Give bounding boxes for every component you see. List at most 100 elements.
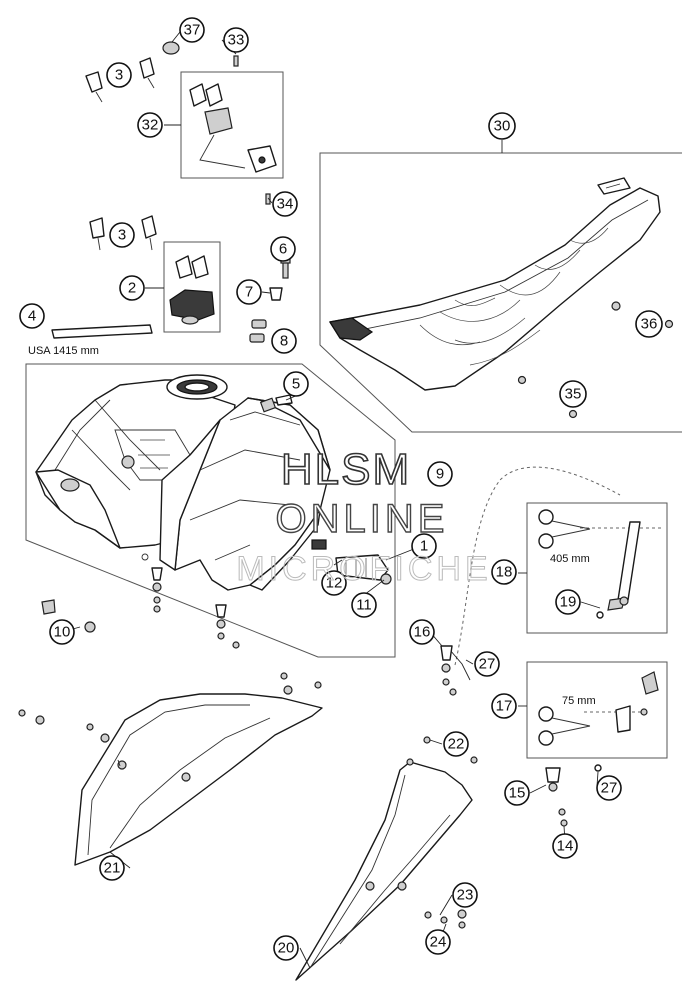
callout-19: 19 — [555, 589, 581, 615]
svg-text:14: 14 — [557, 838, 574, 855]
callout-5: 5 — [283, 371, 309, 397]
fuel-tank-bolt — [275, 394, 293, 406]
svg-text:HLSM: HLSM — [281, 445, 411, 494]
svg-text:ONLINE: ONLINE — [276, 497, 449, 541]
callout-3: 3 — [109, 222, 135, 248]
callout-18: 18 — [491, 559, 517, 585]
svg-text:36: 36 — [641, 316, 658, 333]
side-cover-left — [74, 693, 323, 866]
callout-7: 7 — [236, 279, 262, 305]
svg-text:27: 27 — [479, 656, 496, 673]
callout-27: 27 — [474, 651, 500, 677]
fuel-hose — [449, 466, 621, 681]
hose-length-label: USA 1415 mm — [28, 345, 99, 357]
frame-seat — [319, 152, 682, 433]
svg-text:19: 19 — [560, 594, 577, 611]
svg-text:3: 3 — [115, 67, 123, 84]
callout-14: 14 — [552, 833, 578, 859]
callout-12: 12 — [321, 570, 347, 596]
cap-spacer — [269, 287, 283, 301]
callout-30: 30 — [488, 112, 516, 140]
svg-text:22: 22 — [448, 736, 465, 753]
svg-text:34: 34 — [277, 196, 294, 213]
svg-text:9: 9 — [436, 466, 444, 483]
svg-text:12: 12 — [326, 575, 343, 592]
frame-hose-cut-bottom — [526, 661, 668, 759]
keys-mid — [89, 215, 157, 251]
callout-1: 1 — [411, 533, 437, 559]
frame-hose-cut-top — [526, 502, 668, 634]
scissors-icon — [538, 706, 591, 746]
svg-text:2: 2 — [128, 280, 136, 297]
svg-text:24: 24 — [430, 934, 447, 951]
svg-text:17: 17 — [496, 698, 513, 715]
svg-text:27: 27 — [601, 780, 618, 797]
callout-8: 8 — [271, 328, 297, 354]
callout-11: 11 — [351, 592, 377, 618]
svg-text:32: 32 — [142, 117, 159, 134]
svg-text:33: 33 — [228, 32, 245, 49]
svg-text:11: 11 — [356, 597, 372, 614]
callout-22: 22 — [443, 731, 469, 757]
svg-text:37: 37 — [184, 22, 201, 39]
svg-text:30: 30 — [494, 118, 511, 135]
callout-17: 17 — [491, 693, 517, 719]
callout-16: 16 — [409, 619, 435, 645]
keys-top — [85, 57, 155, 103]
svg-text:4: 4 — [28, 308, 36, 325]
callout-3: 3 — [106, 62, 132, 88]
hose-cut-bottom — [584, 671, 659, 733]
callout-24: 24 — [425, 929, 451, 955]
svg-text:20: 20 — [278, 940, 295, 957]
callout-10: 10 — [49, 619, 75, 645]
callout-21: 21 — [99, 855, 125, 881]
callout-36: 36 — [635, 310, 663, 338]
svg-text:7: 7 — [245, 284, 253, 301]
svg-text:6: 6 — [279, 241, 287, 258]
svg-text:23: 23 — [457, 887, 474, 904]
svg-text:3: 3 — [118, 227, 126, 244]
callout-35: 35 — [559, 380, 587, 408]
svg-text:5: 5 — [292, 376, 300, 393]
ignition-lock — [189, 83, 277, 173]
frame-tank-cap — [163, 241, 221, 333]
svg-text:18: 18 — [496, 564, 513, 581]
svg-text:15: 15 — [509, 785, 526, 802]
svg-text:16: 16 — [414, 624, 431, 641]
hose-cut-top — [580, 521, 662, 619]
tank-mounting-bolts — [41, 599, 96, 633]
callout-23: 23 — [452, 882, 478, 908]
callout-32: 32 — [137, 112, 163, 138]
fuel-tap — [545, 764, 602, 827]
fuel-tank — [35, 374, 331, 591]
svg-text:8: 8 — [280, 333, 288, 350]
svg-text:21: 21 — [104, 860, 121, 877]
breather-hose — [51, 324, 153, 339]
fuel-tap-left — [151, 567, 163, 613]
cut-length-top-label: 405 mm — [550, 553, 590, 565]
callout-2: 2 — [119, 275, 145, 301]
side-cover-right — [295, 761, 473, 981]
svg-text:10: 10 — [54, 624, 71, 641]
callout-15: 15 — [504, 780, 530, 806]
callout-4: 4 — [19, 303, 45, 329]
fuel-tap-right — [215, 604, 240, 649]
callout-34: 34 — [272, 191, 298, 217]
scissors-icon — [538, 509, 591, 549]
leader-lines — [61, 31, 601, 969]
svg-text:35: 35 — [565, 386, 582, 403]
fuel-tap-16 — [440, 645, 457, 696]
watermark: HLSM ONLINE MICROFICHE — [236, 444, 488, 588]
lock-screw — [233, 55, 271, 205]
cut-length-bottom-label: 75 mm — [562, 695, 596, 707]
seat — [329, 177, 661, 391]
side-cover-screws — [18, 672, 478, 929]
lock-cover — [162, 41, 180, 55]
cap-nut — [249, 319, 267, 343]
callout-6: 6 — [270, 236, 296, 262]
callout-20: 20 — [273, 935, 299, 961]
tank-cap — [169, 255, 215, 325]
callout-33: 33 — [223, 27, 249, 53]
callout-9: 9 — [427, 461, 453, 487]
